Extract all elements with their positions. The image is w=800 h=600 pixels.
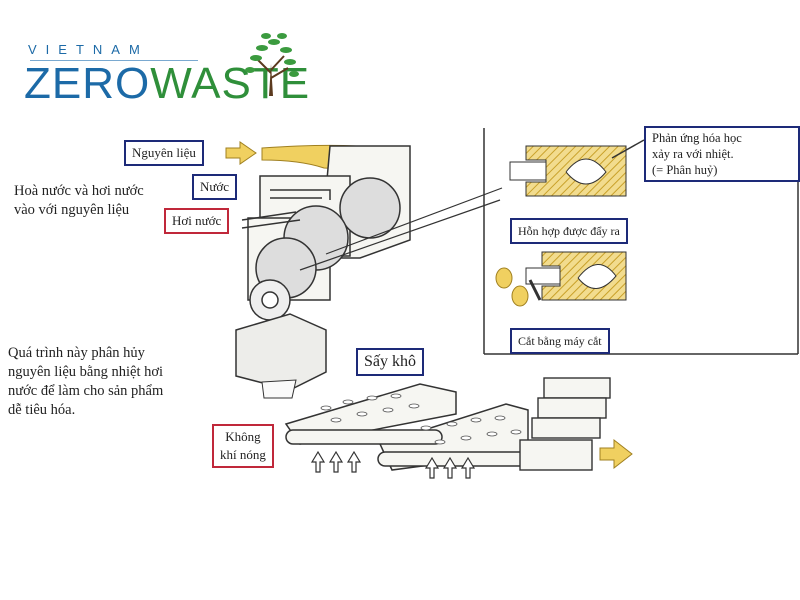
- logo-main-zero: ZERO: [24, 59, 151, 108]
- note-process-line-2: nguyên liệu bằng nhiệt hơi: [8, 364, 164, 380]
- logo-main-text: ZEROWASTE: [24, 62, 310, 106]
- label-reaction-line-2: xảy ra với nhiệt.: [652, 147, 734, 161]
- label-reaction-line-1: Phản ứng hóa học: [652, 131, 742, 145]
- logo-main-waste: WASTE: [150, 59, 311, 108]
- label-cut-by-cutter: Cắt bằng máy cắt: [510, 328, 610, 354]
- output-arrow: [599, 438, 633, 470]
- label-reaction-line-3: (= Phân huỷ): [652, 163, 718, 177]
- dryer-conveyors: [284, 383, 529, 471]
- extruder-housing: [247, 145, 411, 321]
- product-trays: [519, 377, 611, 471]
- label-hot-air: Không khí nóng: [212, 424, 274, 468]
- note-mix-line-2: vào với nguyên liệu: [14, 202, 130, 218]
- label-hot-air-line-1: Không: [225, 429, 261, 444]
- die-reaction: [509, 139, 645, 197]
- label-steam: Hơi nước: [164, 208, 230, 234]
- pellets: [320, 393, 522, 445]
- label-hot-air-line-2: khí nóng: [220, 447, 266, 462]
- label-reaction: Phản ứng hóa học xảy ra với nhiệt. (= Ph…: [644, 126, 800, 182]
- note-mix-line-1: Hoà nước và hơi nước: [14, 183, 144, 199]
- logo-divider: [30, 60, 198, 61]
- label-drying: Sấy khô: [356, 348, 424, 376]
- note-process: Quá trình này phân hủy nguyên liệu bằng …: [8, 344, 163, 420]
- raw-material-arrow: [225, 141, 257, 165]
- note-process-line-1: Quá trình này phân hủy: [8, 345, 145, 361]
- hot-air-arrows: [310, 450, 476, 479]
- note-mix: Hoà nước và hơi nước vào với nguyên liệu: [14, 182, 144, 220]
- logo-top-text: VIETNAM: [28, 42, 149, 57]
- tree-icon: [245, 33, 299, 96]
- die-cutting: [495, 251, 627, 307]
- note-process-line-3: nước để làm cho sản phẩm: [8, 383, 164, 399]
- label-water: Nước: [192, 174, 238, 200]
- extruder-pipes: [241, 189, 331, 229]
- note-process-line-4: dễ tiêu hóa.: [8, 402, 76, 418]
- label-raw-material: Nguyên liệu: [124, 140, 204, 166]
- cutter-head: [235, 313, 327, 391]
- label-mixture-pushed: Hỗn hợp được đẩy ra: [510, 218, 628, 244]
